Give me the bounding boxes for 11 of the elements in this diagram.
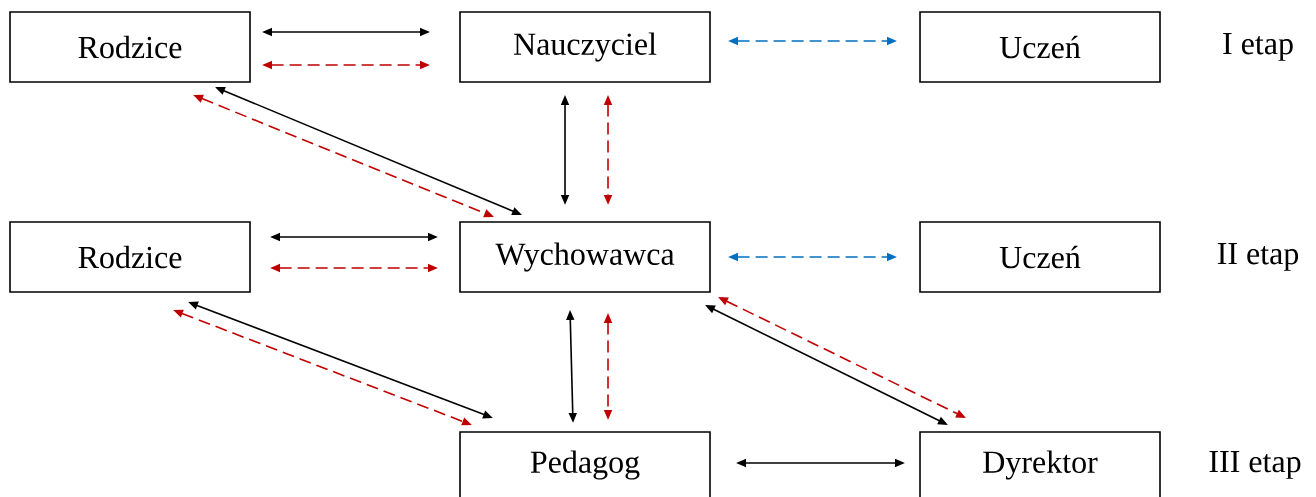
person-box: Rodzice — [9, 221, 251, 293]
person-box: Dyrektor — [919, 431, 1161, 497]
stage-label: III etap — [1209, 451, 1301, 479]
person-box: Pedagog — [459, 431, 711, 497]
stage-label: I etap — [1223, 33, 1293, 61]
stage-label: II etap — [1217, 243, 1299, 271]
person-box: Wychowawca — [459, 221, 711, 293]
person-box: Uczeń — [919, 11, 1161, 83]
person-box: Uczeń — [919, 221, 1161, 293]
person-box: Nauczyciel — [459, 11, 711, 83]
person-box: Rodzice — [9, 11, 251, 83]
